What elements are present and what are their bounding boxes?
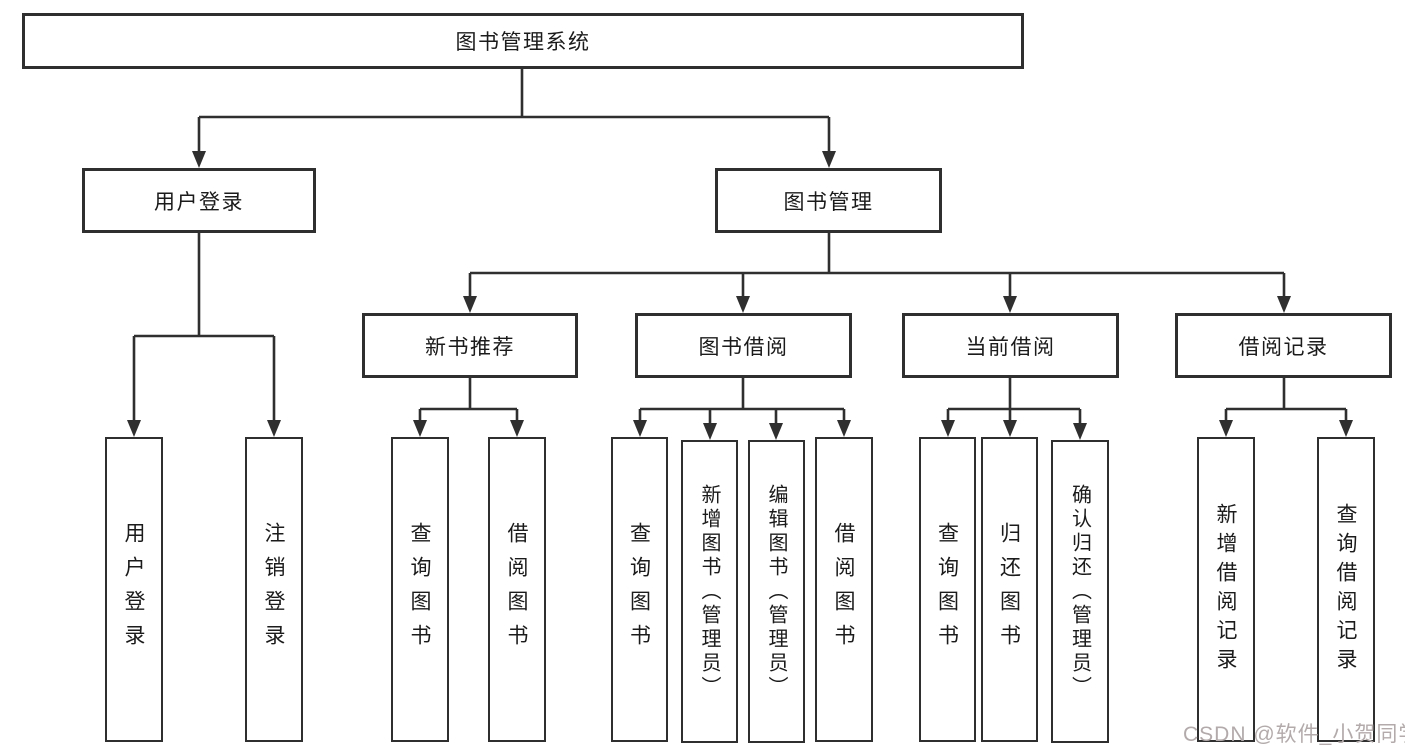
- leaf-bb-borrow-books: 借阅图书: [815, 437, 873, 742]
- leaf-bb-add-books-admin: 新增图书（管理员）: [681, 440, 738, 743]
- node-current-borrow: 当前借阅: [902, 313, 1119, 378]
- leaf-logout: 注销登录: [245, 437, 303, 742]
- node-book-borrow-label: 图书借阅: [698, 334, 789, 359]
- leaf-cb-query-books: 查询图书: [919, 437, 976, 742]
- node-book-management: 图书管理: [715, 168, 942, 233]
- node-user-login: 用户登录: [82, 168, 316, 233]
- leaf-cb-confirm-return-admin: 确认归还（管理员）: [1051, 440, 1109, 743]
- node-user-login-label: 用户登录: [154, 189, 244, 214]
- leaf-nb-query-books-label: 查询图书: [408, 521, 432, 658]
- node-current-borrow-label: 当前借阅: [965, 334, 1056, 359]
- leaf-nb-borrow-books-label: 借阅图书: [505, 521, 529, 658]
- leaf-bb-add-books-admin-label: 新增图书（管理员）: [698, 483, 720, 700]
- node-root-label: 图书管理系统: [455, 30, 591, 54]
- leaf-nb-borrow-books: 借阅图书: [488, 437, 546, 742]
- leaf-bb-query-books: 查询图书: [611, 437, 668, 742]
- leaf-bb-edit-books-admin: 编辑图书（管理员）: [748, 440, 805, 743]
- leaf-cb-return-books-label: 归还图书: [997, 521, 1022, 658]
- node-new-book-recommend: 新书推荐: [362, 313, 578, 378]
- leaf-bb-borrow-books-label: 借阅图书: [832, 521, 856, 658]
- node-root: 图书管理系统: [22, 13, 1024, 69]
- node-book-management-label: 图书管理: [783, 189, 874, 214]
- leaf-user-login-label: 用户登录: [122, 521, 146, 658]
- leaf-cb-confirm-return-admin-label: 确认归还（管理员）: [1068, 483, 1091, 700]
- node-book-borrow: 图书借阅: [635, 313, 852, 378]
- leaf-user-login: 用户登录: [105, 437, 163, 742]
- arrowheads: [127, 151, 1353, 440]
- node-borrow-records: 借阅记录: [1175, 313, 1392, 378]
- leaf-cb-query-books-label: 查询图书: [935, 521, 960, 658]
- node-new-book-recommend-label: 新书推荐: [425, 334, 515, 359]
- leaf-bb-edit-books-admin-label: 编辑图书（管理员）: [765, 483, 787, 700]
- leaf-bb-query-books-label: 查询图书: [627, 521, 652, 658]
- csdn-watermark: CSDN @软件_小贺同学: [1183, 723, 1405, 746]
- leaf-br-add-record: 新增借阅记录: [1197, 437, 1255, 742]
- leaf-br-add-record-label: 新增借阅记录: [1214, 502, 1238, 677]
- leaf-nb-query-books: 查询图书: [391, 437, 449, 742]
- leaf-br-query-record: 查询借阅记录: [1317, 437, 1375, 742]
- leaf-br-query-record-label: 查询借阅记录: [1334, 502, 1358, 677]
- leaf-logout-label: 注销登录: [262, 521, 286, 658]
- node-borrow-records-label: 借阅记录: [1238, 334, 1329, 359]
- leaf-cb-return-books: 归还图书: [981, 437, 1038, 742]
